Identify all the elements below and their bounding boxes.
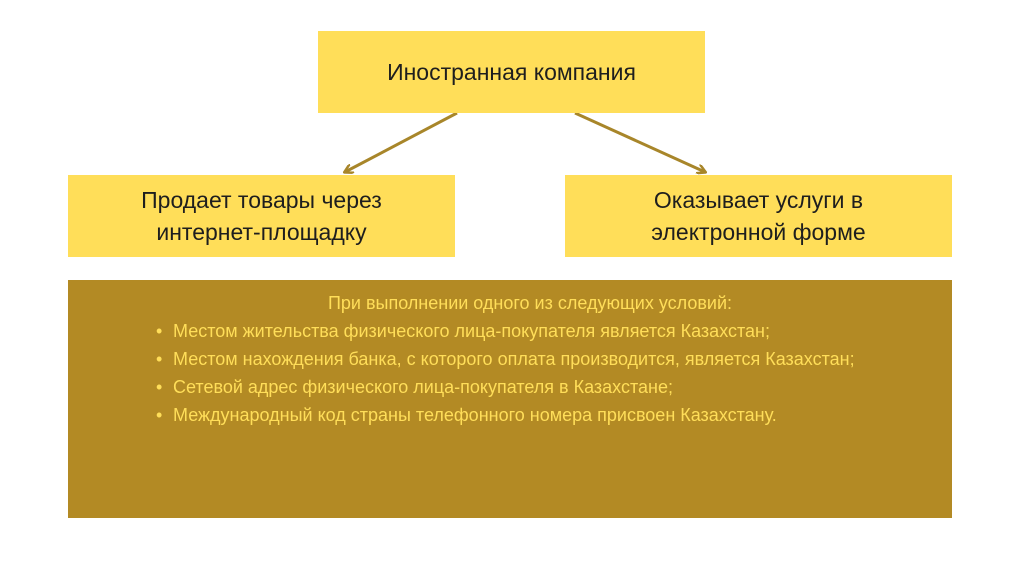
provides-services-box: Оказывает услуги в электронной форме — [565, 175, 952, 257]
arrow-to-left-box — [345, 111, 458, 172]
bullet-icon: • — [156, 321, 163, 341]
sells-goods-box: Продает товары через интернет-площадку — [68, 175, 455, 257]
condition-item: • Сетевой адрес физического лица-покупат… — [156, 373, 933, 401]
foreign-company-box: Иностранная компания — [318, 31, 705, 113]
sells-goods-label: Продает товары через интернет-площадку — [141, 187, 382, 245]
condition-item: • Местом нахождения банка, с которого оп… — [156, 345, 933, 373]
condition-item: • Местом жительства физического лица-пок… — [156, 317, 933, 345]
bullet-icon: • — [156, 405, 163, 425]
foreign-company-label: Иностранная компания — [387, 59, 636, 85]
arrow-to-right-box — [574, 111, 705, 172]
condition-text: Местом нахождения банка, с которого опла… — [173, 349, 855, 369]
conditions-list: • Местом жительства физического лица-пок… — [68, 317, 933, 429]
condition-item: • Международный код страны телефонного н… — [156, 401, 933, 429]
condition-text: Местом жительства физического лица-покуп… — [173, 321, 770, 341]
bullet-icon: • — [156, 349, 163, 369]
conditions-panel: При выполнении одного из следующих услов… — [68, 280, 952, 518]
provides-services-label: Оказывает услуги в электронной форме — [651, 187, 866, 245]
conditions-title: При выполнении одного из следующих услов… — [327, 293, 733, 313]
condition-text: Сетевой адрес физического лица-покупател… — [173, 377, 673, 397]
bullet-icon: • — [156, 377, 163, 397]
condition-text: Международный код страны телефонного ном… — [173, 405, 777, 425]
